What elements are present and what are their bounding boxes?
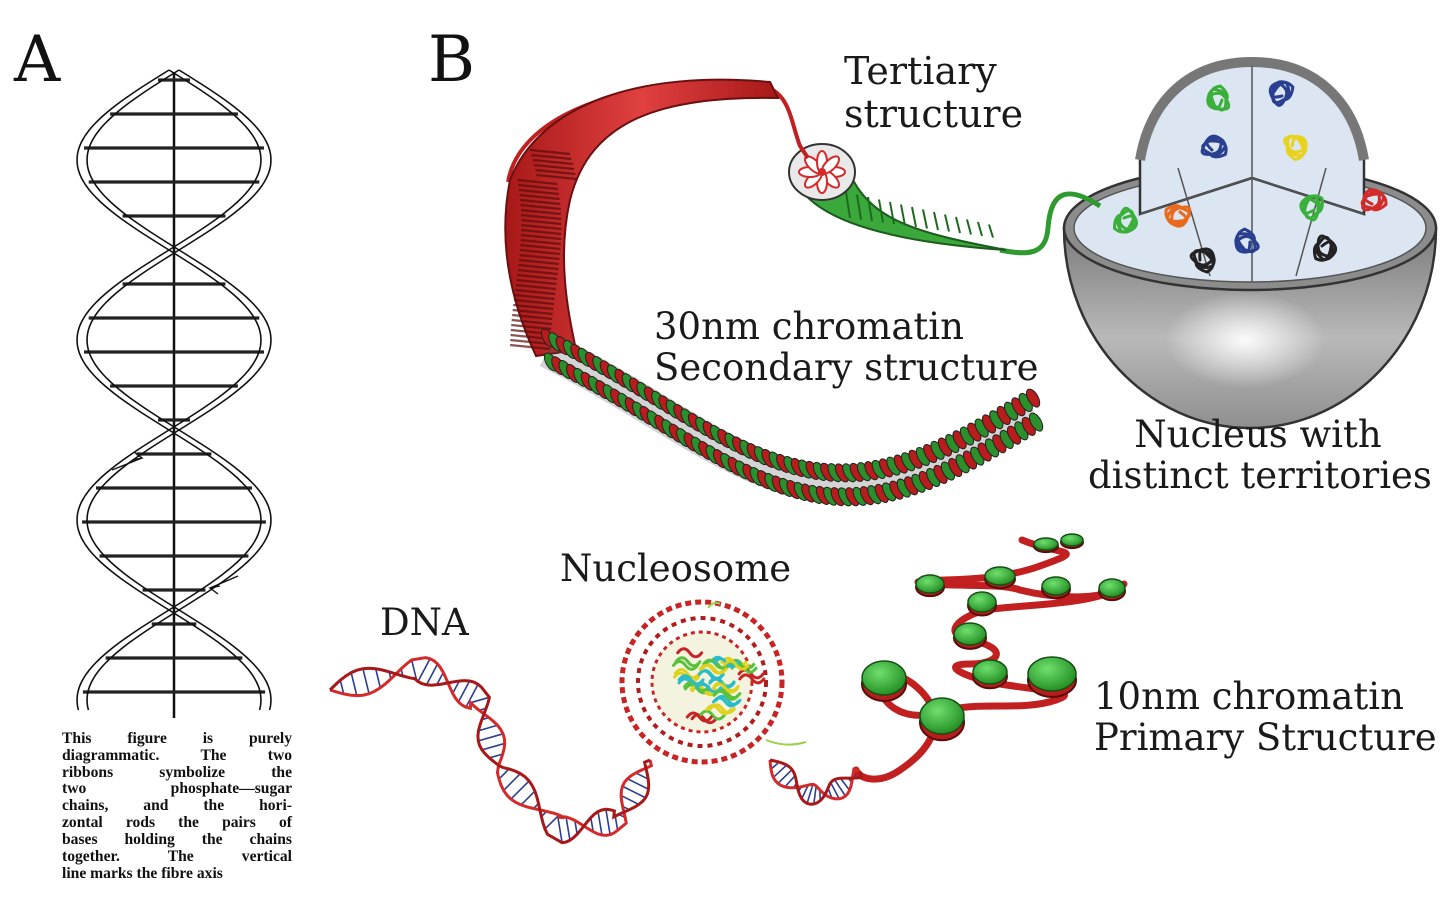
- nucleus-label-line2: distinct territories: [1088, 454, 1432, 498]
- panel-b-letter: B: [428, 23, 476, 97]
- caption-line: bases holding the chains: [62, 830, 292, 848]
- nucleus-drawing: [1062, 56, 1438, 430]
- tertiary-label-line2: structure: [844, 91, 1024, 136]
- primary-label: 10nm chromatin Primary Structure: [1094, 676, 1437, 759]
- tertiary-label: Tertiary structure: [844, 50, 1023, 135]
- chromosome-territories: [1112, 80, 1388, 274]
- tertiary-label-line1: Tertiary: [844, 49, 997, 93]
- primary-label-line1: 10nm chromatin: [1094, 675, 1404, 718]
- dna-label: DNA: [380, 601, 469, 644]
- caption-line: chains, and the hori-: [62, 797, 292, 815]
- solenoid-30nm-fiber: [539, 328, 1044, 507]
- caption-line: ribbons symbolize the: [62, 763, 292, 781]
- red-fiber: [504, 78, 810, 358]
- caption-line: This figure is purely: [62, 730, 292, 747]
- tertiary-fiber: [788, 143, 1102, 256]
- caption-line: together. The vertical: [62, 847, 292, 865]
- nucleosome-label: Nucleosome: [560, 547, 792, 590]
- primary-label-line2: Primary Structure: [1094, 716, 1437, 760]
- dna-double-helix: [328, 656, 863, 845]
- helix-caption: This figure is purely diagrammatic. The …: [62, 730, 292, 882]
- base-pair-rods: [82, 78, 266, 694]
- phosphate-sugar-ribbons: [76, 69, 272, 711]
- nucleus-highlight: [1165, 292, 1325, 388]
- nucleus-label-line1: Nucleus with: [1134, 413, 1382, 456]
- rosette-icon: [798, 150, 846, 194]
- secondary-label: 30nm chromatin Secondary structure: [654, 306, 1039, 389]
- caption-line: diagrammatic. The two: [62, 746, 292, 764]
- caption-line: zontal rods the pairs of: [62, 814, 292, 832]
- nucleus-label: Nucleus with distinct territories: [1088, 413, 1432, 498]
- upward-arrow-icon: [111, 451, 144, 471]
- downward-arrow-icon: [208, 575, 239, 595]
- nucleus-upper-shell-edge: [1135, 56, 1369, 161]
- secondary-label-line2: Secondary structure: [654, 346, 1039, 390]
- double-helix-drawing: [76, 69, 272, 718]
- beads-on-string-10nm: [852, 533, 1128, 783]
- caption-line: line marks the fibre axis: [62, 864, 223, 882]
- secondary-label-line1: 30nm chromatin: [654, 305, 964, 348]
- nucleosome-structure: [619, 599, 807, 765]
- caption-line: two phosphate—sugar: [62, 780, 292, 798]
- panel-a-letter: A: [14, 23, 61, 97]
